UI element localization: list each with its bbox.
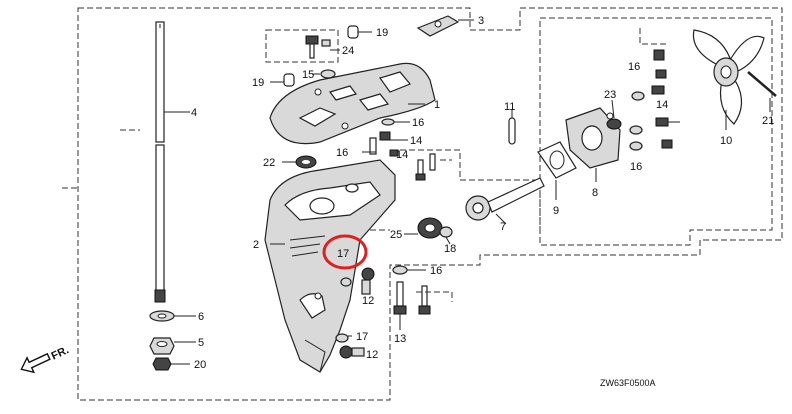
callout-10: 10 [720, 135, 732, 147]
callout-7: 7 [500, 221, 506, 233]
callout-13: 13 [394, 333, 406, 345]
bolt-14-plate [379, 131, 408, 141]
callout-14c: 14 [656, 99, 668, 111]
callout-5: 5 [198, 337, 204, 349]
callout-21: 21 [762, 115, 774, 127]
callout-18: 18 [444, 243, 456, 255]
bolts-holder-right [629, 117, 680, 151]
washer-23 [606, 99, 622, 130]
washer-6 [149, 310, 196, 322]
nut-5 [149, 337, 196, 355]
callout-16e: 16 [430, 265, 442, 277]
part-19-upper [347, 25, 372, 39]
callout-9: 9 [553, 205, 559, 217]
callout-2: 2 [253, 239, 259, 251]
highlight-circle [322, 234, 368, 270]
washer-16-lower [392, 265, 426, 275]
callout-3: 3 [478, 15, 484, 27]
callout-16a: 16 [412, 117, 424, 129]
callout-11: 11 [504, 101, 515, 113]
group-frame-24 [265, 29, 339, 63]
callout-14a: 14 [410, 135, 422, 147]
seal-22 [282, 155, 317, 169]
part-19-lower [270, 73, 295, 87]
callout-14b: 14 [396, 149, 408, 161]
diagram-code: ZW63F0500A [600, 378, 656, 388]
propeller-10 [692, 29, 765, 130]
pin-11 [508, 110, 516, 145]
washer-17-lower [335, 333, 352, 343]
callout-12-lower: 12 [366, 349, 378, 361]
callout-17-highlighted: 17 [337, 248, 349, 260]
gear-case [264, 159, 396, 373]
cotter-pin-21 [747, 71, 777, 112]
callout-12-upper: 12 [362, 295, 374, 307]
front-label: FR. [50, 344, 71, 362]
assembly-frames [62, 7, 783, 401]
callout-16d: 16 [630, 161, 642, 173]
callout-19-upper: 19 [376, 27, 388, 39]
callout-1: 1 [434, 99, 440, 111]
callout-labels: 1 2 3 4 5 6 7 8 9 10 11 12 12 13 14 14 1… [191, 15, 774, 371]
callout-16c: 16 [628, 61, 640, 73]
nut-20 [152, 357, 190, 371]
studs-center [415, 153, 452, 181]
callout-19-lower: 19 [252, 77, 264, 89]
anti-cavitation-plate [269, 62, 436, 145]
propeller-shaft-7 [465, 177, 545, 225]
plate-3 [416, 15, 474, 37]
callout-6: 6 [198, 311, 204, 323]
callout-16b: 16 [336, 147, 348, 159]
callout-20: 20 [194, 359, 206, 371]
bearing-holder-8 [565, 107, 621, 182]
bolt-12-lower [339, 345, 365, 359]
bolt-12-upper [361, 267, 375, 295]
arrow-icon [20, 352, 51, 374]
callout-8: 8 [592, 187, 598, 199]
front-arrow: FR. [20, 344, 71, 374]
washer-17-upper [340, 277, 352, 287]
drive-shaft [154, 21, 190, 303]
callout-24: 24 [342, 45, 354, 57]
stud-13 [393, 281, 407, 330]
bearing-25 [404, 217, 443, 239]
studs-13-group [416, 285, 453, 315]
washer-15 [312, 69, 336, 79]
callout-15: 15 [302, 69, 314, 81]
callout-23: 23 [604, 89, 616, 101]
bolt-24 [305, 35, 340, 59]
callout-17-lower: 17 [356, 331, 368, 343]
callout-25: 25 [390, 229, 402, 241]
bolts-16-14-group [362, 137, 399, 157]
callout-22: 22 [263, 157, 275, 169]
gasket-9 [537, 141, 577, 200]
bolts-holder-top [631, 28, 668, 101]
washer-16-plate [381, 118, 410, 126]
callout-4: 4 [191, 107, 197, 119]
washer-18 [439, 226, 453, 245]
